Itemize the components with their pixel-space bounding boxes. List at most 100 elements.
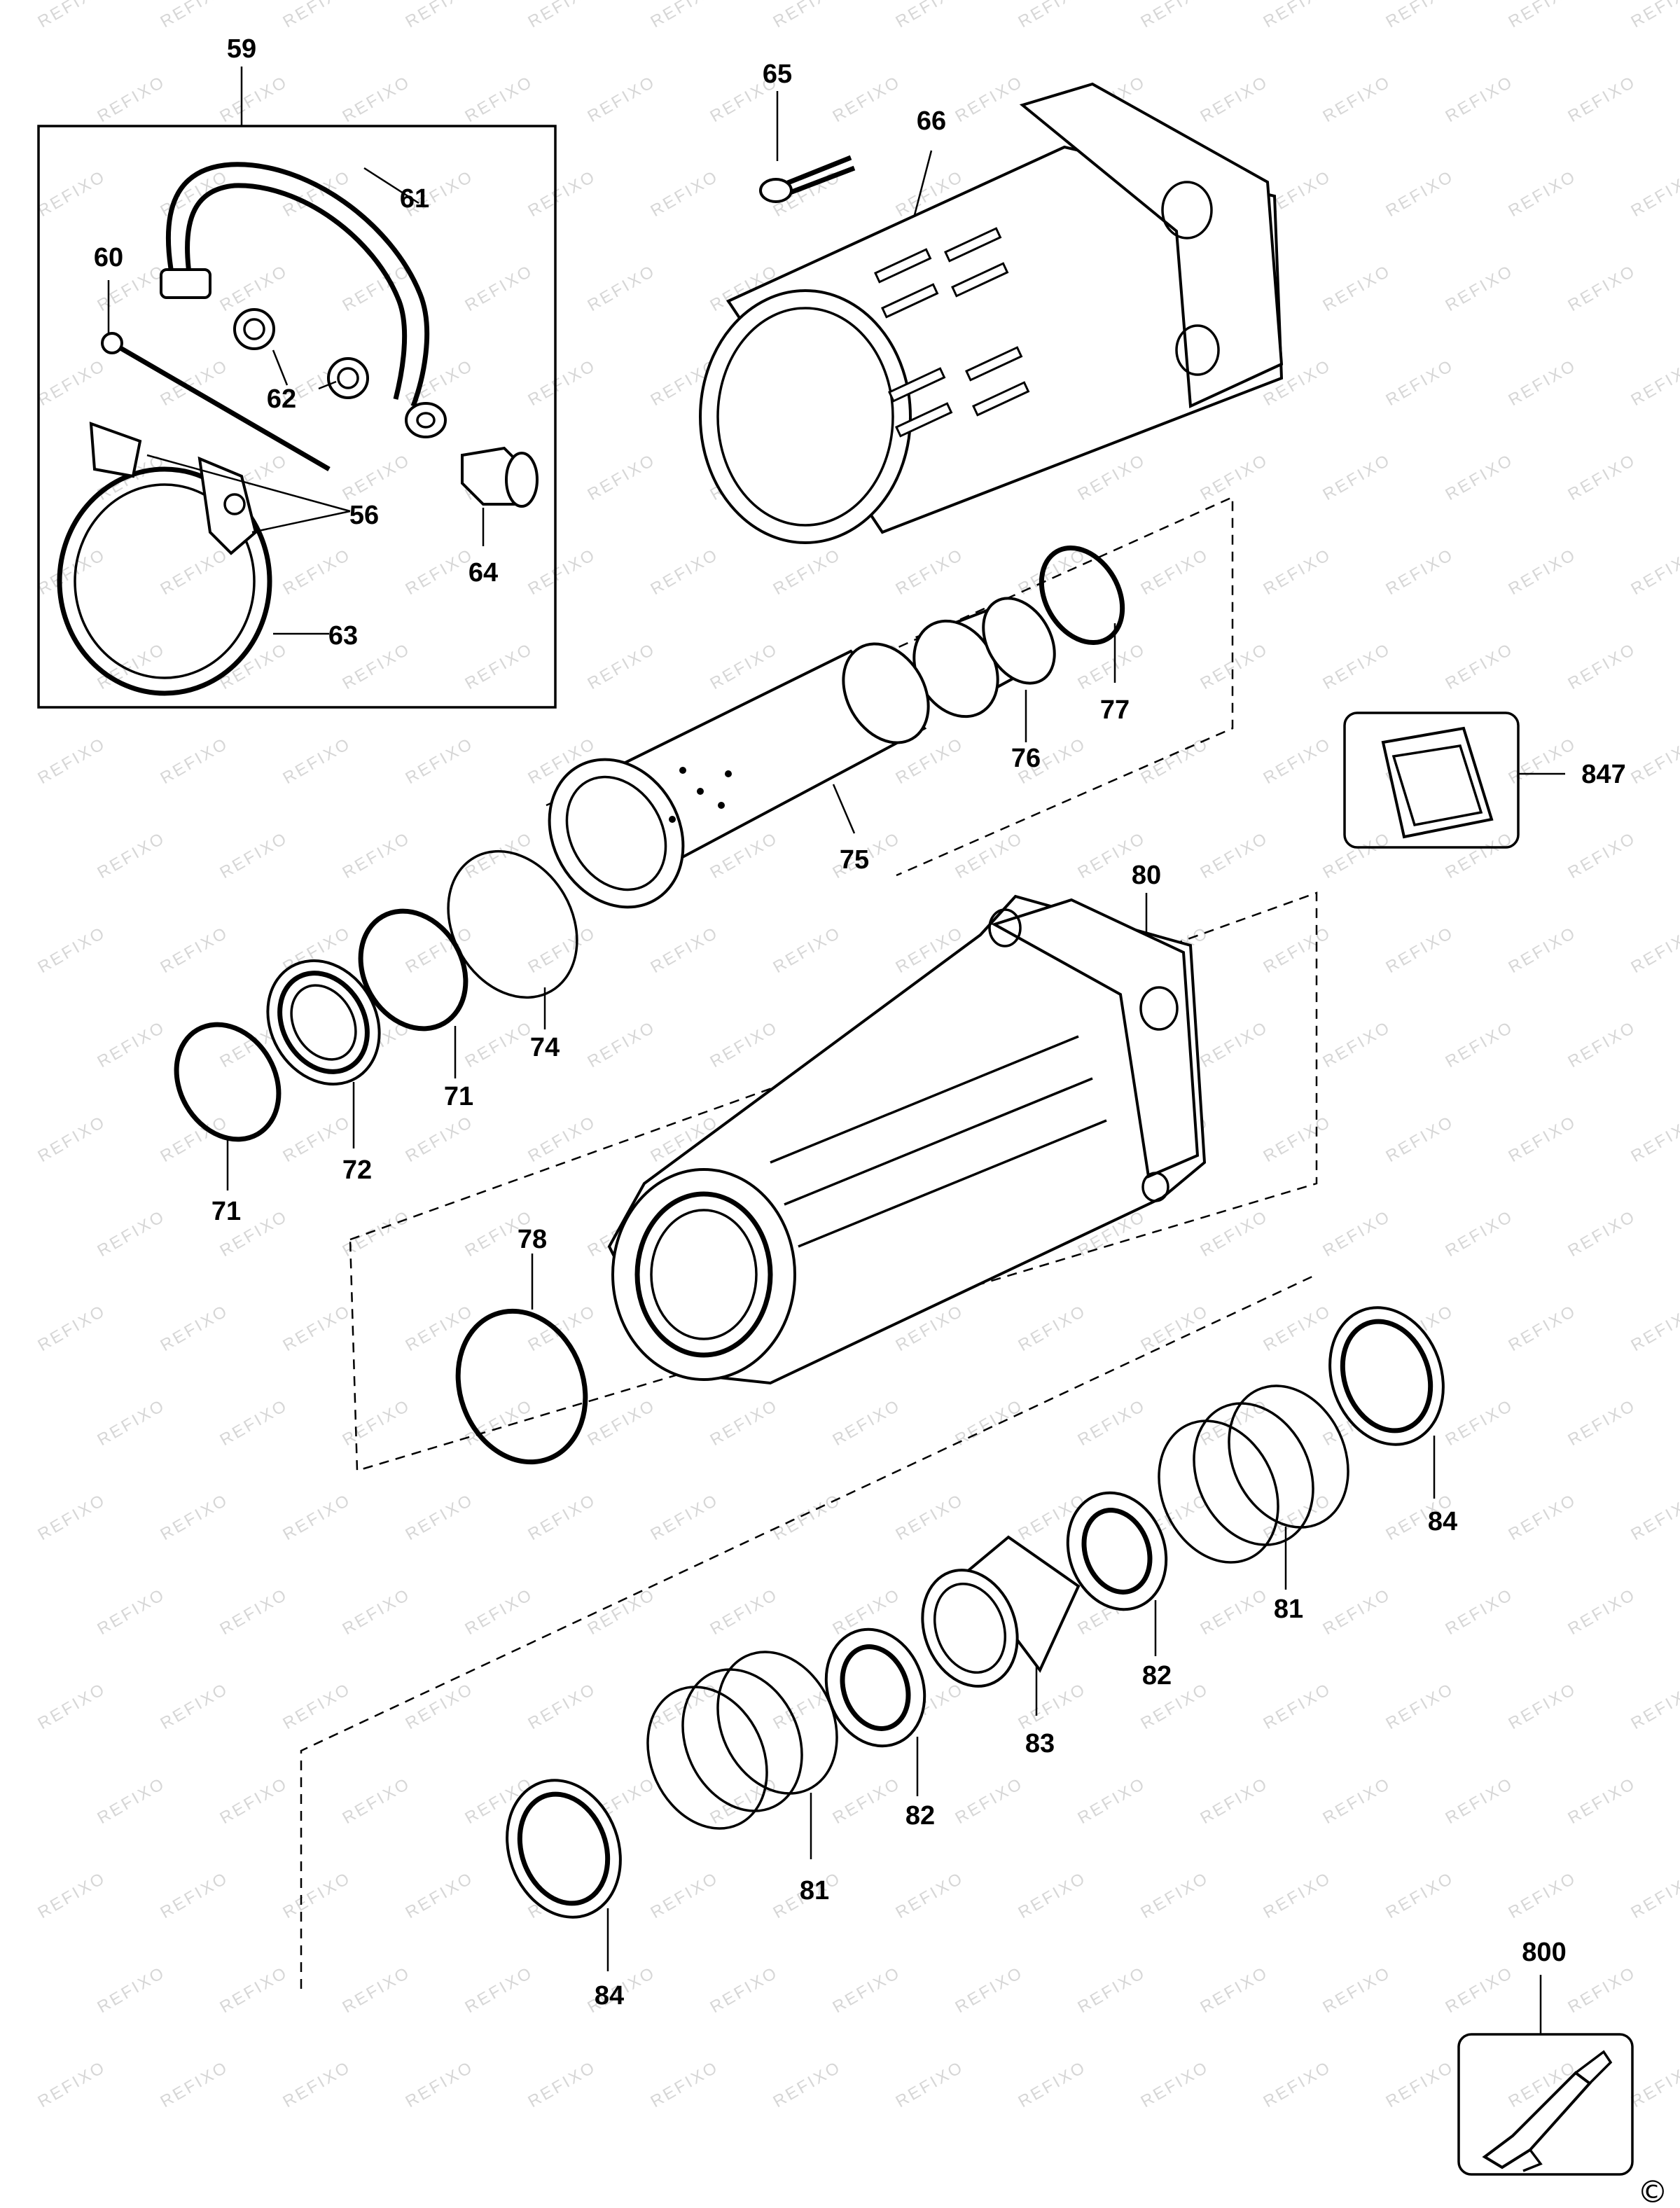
- watermark-text: REFIXO: [1383, 2057, 1457, 2111]
- watermark-text: REFIXO: [158, 356, 232, 410]
- watermark-text: REFIXO: [217, 261, 291, 315]
- watermark-text: REFIXO: [1506, 545, 1580, 599]
- watermark-text: REFIXO: [1075, 639, 1149, 693]
- watermark-text: REFIXO: [1565, 1963, 1639, 2017]
- watermark-text: REFIXO: [1320, 639, 1394, 693]
- watermark-text: REFIXO: [525, 1112, 599, 1166]
- watermark-text: REFIXO: [35, 167, 109, 221]
- watermark-text: REFIXO: [525, 923, 599, 977]
- screw-65: [759, 91, 856, 203]
- watermark-text: REFIXO: [35, 356, 109, 410]
- watermark-text: REFIXO: [1628, 923, 1680, 977]
- watermark-text: REFIXO: [280, 1301, 354, 1355]
- grease-gun-800: [1457, 1975, 1634, 2176]
- watermark-text: REFIXO: [1443, 1774, 1517, 1828]
- watermark-text: REFIXO: [893, 1490, 967, 1544]
- label-81-upper: 81: [1274, 1595, 1303, 1624]
- watermark-text: REFIXO: [35, 734, 109, 788]
- bushing-83: [921, 1535, 1081, 1716]
- watermark-text: REFIXO: [403, 0, 477, 32]
- label-64: 64: [468, 558, 498, 588]
- o-ring-77: [1039, 545, 1125, 683]
- bushing-76: [912, 597, 1056, 742]
- watermark-text: REFIXO: [585, 1018, 659, 1071]
- watermark-text: REFIXO: [525, 545, 599, 599]
- watermark-text: REFIXO: [95, 1396, 169, 1450]
- watermark-text: REFIXO: [1443, 1963, 1517, 2017]
- guide-box-middle: [349, 891, 1318, 1472]
- watermark-text: REFIXO: [35, 1490, 109, 1544]
- watermark-text: REFIXO: [1383, 167, 1457, 221]
- watermark-text: REFIXO: [585, 1396, 659, 1450]
- watermark-text: REFIXO: [1261, 0, 1335, 32]
- watermark-text: REFIXO: [462, 261, 536, 315]
- watermark-text: REFIXO: [1075, 1963, 1149, 2017]
- watermark-text: REFIXO: [707, 1018, 782, 1071]
- watermark-text: REFIXO: [158, 923, 232, 977]
- label-81-lower: 81: [800, 1876, 829, 1905]
- label-800: 800: [1522, 1938, 1566, 1967]
- watermark-text: REFIXO: [35, 545, 109, 599]
- label-78: 78: [518, 1225, 547, 1254]
- watermark-text: REFIXO: [952, 72, 1027, 126]
- watermark-text: REFIXO: [462, 1963, 536, 2017]
- watermark-text: REFIXO: [340, 1963, 414, 2017]
- watermark-text: REFIXO: [1565, 450, 1639, 504]
- watermark-text: REFIXO: [1506, 1112, 1580, 1166]
- watermark-text: REFIXO: [1628, 2057, 1680, 2111]
- watermark-text: REFIXO: [1320, 1963, 1394, 2017]
- watermark-text: REFIXO: [403, 734, 477, 788]
- label-77: 77: [1100, 695, 1130, 725]
- watermark-text: REFIXO: [1197, 1018, 1272, 1071]
- watermark-text: REFIXO: [280, 2057, 354, 2111]
- watermark-text: REFIXO: [707, 1963, 782, 2017]
- watermark-text: REFIXO: [1320, 1018, 1394, 1071]
- label-82-upper: 82: [1142, 1661, 1172, 1690]
- retainer-84-lower: [506, 1779, 622, 1971]
- watermark-text: REFIXO: [1628, 734, 1680, 788]
- watermark-text: REFIXO: [340, 72, 414, 126]
- cylinder-75: [548, 642, 930, 909]
- watermark-text: REFIXO: [1383, 545, 1457, 599]
- watermark-text: REFIXO: [525, 2057, 599, 2111]
- watermark-text: REFIXO: [158, 0, 232, 32]
- watermark-text: REFIXO: [1197, 1774, 1272, 1828]
- label-847: 847: [1581, 760, 1625, 789]
- watermark-text: REFIXO: [1197, 1585, 1272, 1639]
- watermark-text: REFIXO: [1506, 1301, 1580, 1355]
- watermark-text: REFIXO: [280, 0, 354, 32]
- watermark-text: REFIXO: [217, 1963, 291, 2017]
- watermark-text: REFIXO: [403, 1868, 477, 1922]
- label-66: 66: [917, 106, 946, 136]
- watermark-text: REFIXO: [770, 0, 845, 32]
- watermark-text: REFIXO: [648, 1490, 722, 1544]
- seal-72: [266, 959, 381, 1148]
- watermark-text: REFIXO: [1628, 1112, 1680, 1166]
- watermark-text: REFIXO: [525, 356, 599, 410]
- label-84-upper: 84: [1428, 1507, 1457, 1536]
- watermark-text: REFIXO: [1138, 0, 1212, 32]
- watermark-text: REFIXO: [217, 1396, 291, 1450]
- watermark-text: REFIXO: [1565, 1018, 1639, 1071]
- watermark-text: REFIXO: [403, 2057, 477, 2111]
- watermark-text: REFIXO: [280, 545, 354, 599]
- watermark-text: REFIXO: [1320, 450, 1394, 504]
- watermark-text: REFIXO: [525, 1679, 599, 1733]
- watermark-text: REFIXO: [1628, 1490, 1680, 1544]
- watermark-text: REFIXO: [648, 2057, 722, 2111]
- watermark-text: REFIXO: [1197, 828, 1272, 882]
- watermark-text: REFIXO: [1443, 639, 1517, 693]
- o-ring-78: [455, 1254, 588, 1465]
- watermark-text: REFIXO: [462, 1585, 536, 1639]
- watermark-text: REFIXO: [1261, 1112, 1335, 1166]
- watermark-text: REFIXO: [1443, 1018, 1517, 1071]
- watermark-text: REFIXO: [1628, 1868, 1680, 1922]
- watermark-text: REFIXO: [403, 1490, 477, 1544]
- watermark-text: REFIXO: [340, 828, 414, 882]
- watermark-text: REFIXO: [1261, 734, 1335, 788]
- watermark-text: REFIXO: [35, 1868, 109, 1922]
- watermark-text: REFIXO: [1565, 1585, 1639, 1639]
- watermark-text: REFIXO: [1320, 1774, 1394, 1828]
- watermark-text: REFIXO: [280, 1490, 354, 1544]
- motor-housing-66: [699, 82, 1284, 544]
